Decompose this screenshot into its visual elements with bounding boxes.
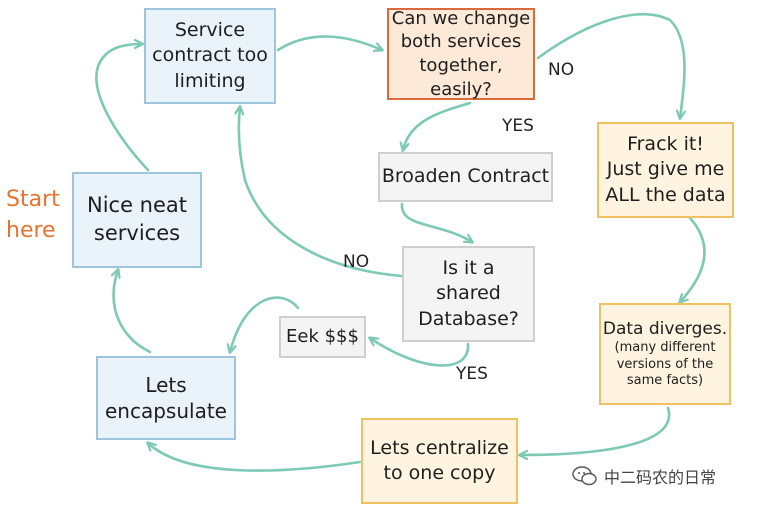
node-text: Is it a (442, 257, 495, 280)
node-text: same facts) (626, 372, 704, 388)
node-text: ALL the data (605, 183, 726, 206)
node-text: Can we change (391, 7, 531, 29)
node-data-diverges: Data diverges. (many different versions … (599, 303, 731, 405)
node-text: Database? (418, 307, 519, 330)
start-here-label: Start here (6, 185, 60, 247)
arrow-diverges-to-centralize (520, 406, 671, 455)
arrow-broaden-to-shared (400, 202, 472, 242)
start-label-line: Start (6, 187, 60, 212)
node-text: Broaden Contract (381, 165, 550, 188)
node-text: (many different (614, 340, 716, 356)
node-encapsulate: Lets encapsulate (96, 356, 236, 440)
arrow-question-yes-to-broaden (403, 101, 472, 150)
arrow-nice-to-service (95, 44, 150, 172)
node-text: Just give me (606, 158, 725, 181)
node-text: both services (400, 31, 522, 53)
node-text: Data diverges. (602, 319, 728, 339)
edge-label-no-shared: NO (343, 252, 370, 272)
arrow-eek-to-encapsulate (230, 296, 300, 352)
node-text: Service (174, 19, 246, 42)
node-text: together, easily? (419, 55, 503, 100)
node-text: Eek $$$ (286, 326, 359, 348)
node-service-contract: Service contract too limiting (144, 8, 276, 104)
node-broaden-contract: Broaden Contract (378, 152, 553, 202)
node-text: Nice neat (86, 193, 188, 218)
node-eek: Eek $$$ (279, 316, 366, 358)
node-text: services (93, 221, 181, 245)
node-text: to one copy (383, 462, 496, 484)
node-text: shared (436, 282, 501, 305)
node-text: versions of the (616, 356, 714, 372)
arrow-frack-to-diverges (680, 216, 706, 302)
edge-label-yes-shared: YES (456, 364, 488, 384)
node-text: contract too (152, 44, 268, 67)
node-text: Frack it! (627, 133, 704, 156)
edge-label-yes-change: YES (502, 116, 534, 136)
node-text: limiting (174, 69, 246, 92)
watermark: 中二码农的日常 (572, 464, 716, 488)
watermark-text: 中二码农的日常 (604, 468, 717, 487)
node-text: Lets centralize (370, 436, 509, 459)
edge-label-no-change: NO (548, 60, 575, 80)
arrow-encapsulate-to-nice (114, 270, 152, 354)
node-nice-neat-services: Nice neat services (72, 172, 202, 268)
node-frack-it: Frack it! Just give me ALL the data (597, 122, 734, 218)
node-centralize: Lets centralize to one copy (361, 418, 518, 504)
arrow-service-to-question (276, 35, 382, 50)
start-label-line: here (6, 217, 56, 243)
node-change-together: Can we change both services together, ea… (387, 8, 535, 100)
node-text: encapsulate (105, 399, 227, 423)
arrow-centralize-to-encapsulate (148, 443, 362, 472)
chat-bubbles-icon (572, 466, 597, 486)
arrow-shared-yes-to-eek (370, 338, 470, 367)
arrow-question-no-to-frack (536, 13, 684, 118)
arrow-shared-no-to-service (239, 107, 404, 278)
node-text: Lets (145, 372, 187, 397)
node-shared-database: Is it a shared Database? (402, 246, 535, 342)
